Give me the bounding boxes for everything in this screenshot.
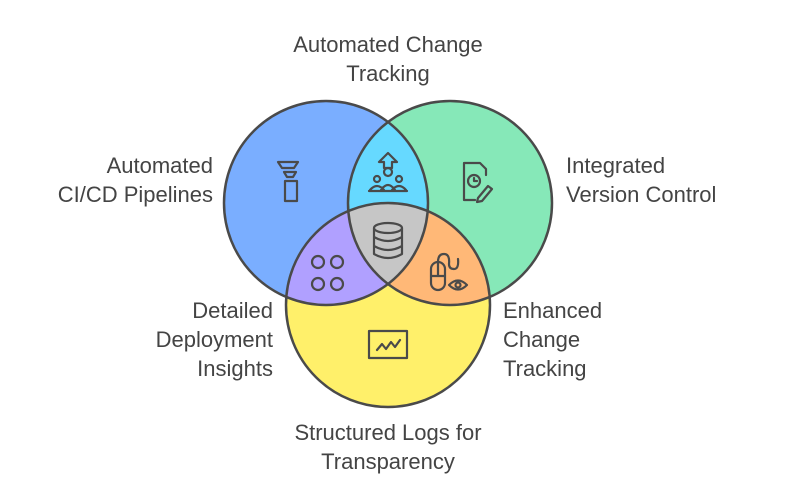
document-clock-edit-icon [462,161,494,204]
funnel-icon [276,160,300,203]
database-icon [372,221,404,260]
grid-circles-icon [310,254,345,292]
overlap-green-yellow [348,203,490,305]
label-top: Automated Change Tracking [293,32,483,86]
team-growth-icon [367,151,409,193]
label-left: Automated CI/CD Pipelines [57,153,213,207]
chart-line-icon [367,329,409,360]
label-right: Integrated Version Control [566,153,717,207]
overlap-blue-yellow [286,203,428,305]
label-bottom-left: Detailed Deployment Insights [155,298,273,381]
mouse-eye-icon [429,252,469,292]
label-bottom-right: Enhanced Change Tracking [503,298,603,381]
label-bottom: Structured Logs for Transparency [294,420,482,474]
